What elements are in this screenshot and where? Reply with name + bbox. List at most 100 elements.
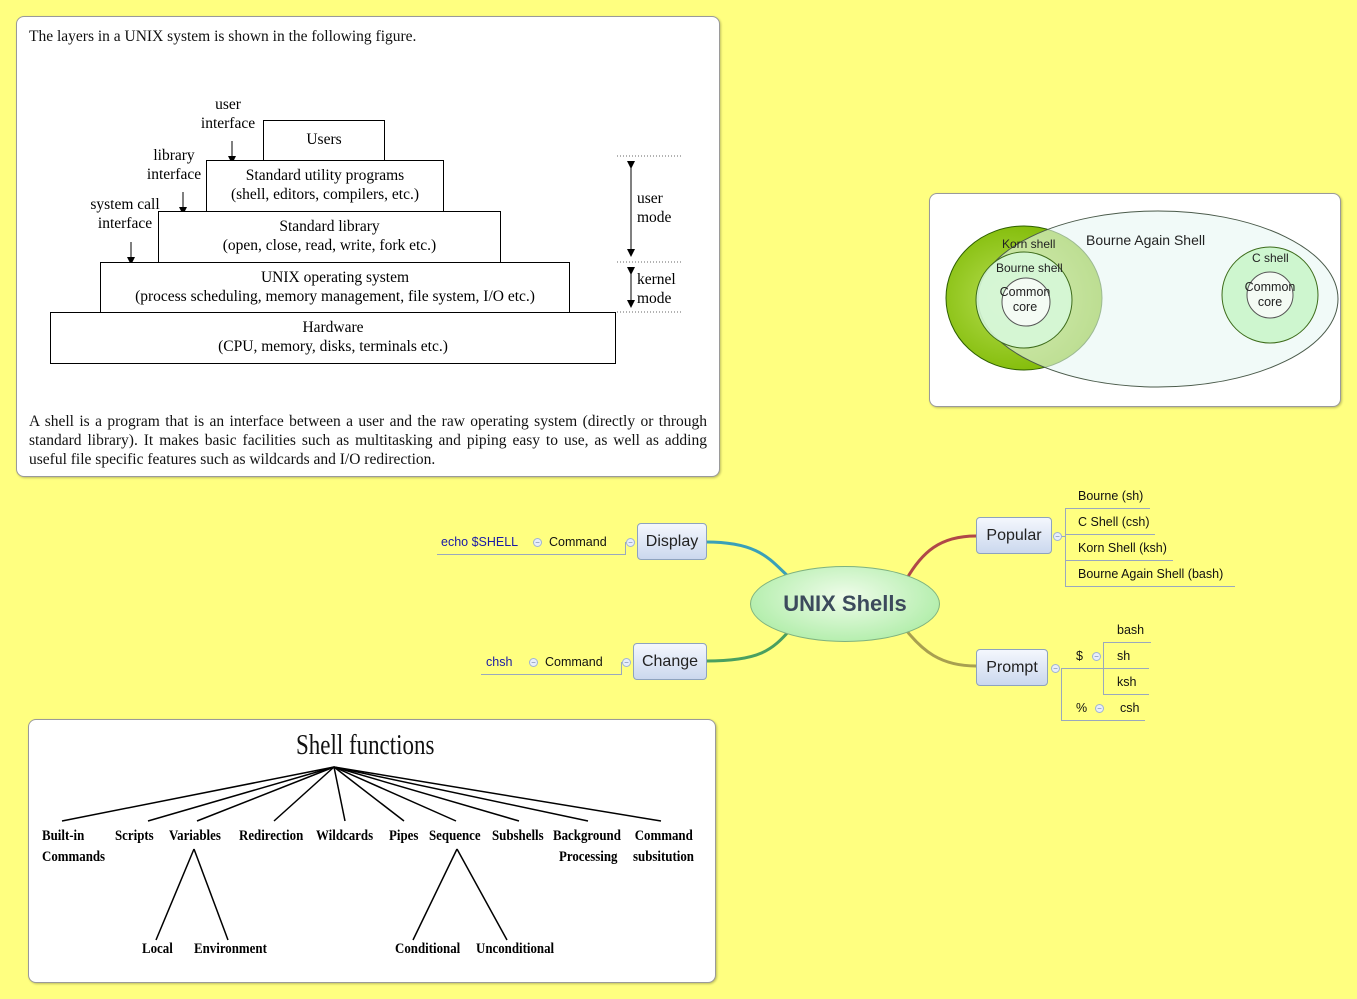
- display-command-label: Command: [549, 535, 607, 549]
- kernel-mode-line-2: mode: [637, 290, 672, 307]
- user-mode-line-2: mode: [637, 209, 672, 226]
- os-label-1: UNIX operating system: [260, 269, 410, 286]
- common-core-right-circle: [1246, 271, 1294, 319]
- library-interface-line-2: interface: [146, 166, 202, 183]
- variables-local: Local: [142, 941, 173, 957]
- layers-arrows: [127, 141, 683, 313]
- prompt-dollar-label: $: [1076, 649, 1083, 663]
- user-mode-label: user mode: [637, 189, 671, 227]
- user-interface-label: user interface: [197, 95, 259, 133]
- common-core-right-line-2: core: [1257, 295, 1283, 309]
- popular-item-bash: Bourne Again Shell (bash): [1078, 567, 1224, 581]
- prompt-bash-underline: [1103, 642, 1151, 643]
- prompt-percent-label: %: [1076, 701, 1088, 715]
- popular-underline-1: [1065, 534, 1155, 535]
- shell-functions-panel: Shell functions Built-in Commands Script…: [28, 719, 716, 983]
- display-child-connector: [625, 542, 626, 554]
- display-label: Display: [645, 532, 699, 550]
- library-interface-label: library interface: [143, 146, 205, 184]
- common-core-left-line-2: core: [1012, 300, 1038, 314]
- hardware-label-1: Hardware: [302, 319, 364, 336]
- popular-item-bourne: Bourne (sh): [1078, 489, 1144, 503]
- change-node[interactable]: Change: [633, 643, 707, 680]
- library-interface-line-1: library: [153, 147, 195, 164]
- prompt-collapse-icon[interactable]: −: [1051, 664, 1060, 673]
- kernel-mode-line-1: kernel: [637, 271, 676, 288]
- users-label: Users: [306, 131, 342, 148]
- function-command-substitution: Command subsitution: [633, 826, 694, 868]
- bourne-again-label: Bourne Again Shell: [1086, 232, 1206, 248]
- user-interface-line-2: interface: [200, 115, 256, 132]
- change-leaf-underline: [481, 674, 527, 675]
- prompt-percent-collapse-icon[interactable]: −: [1095, 704, 1104, 713]
- layers-panel: The layers in a UNIX system is shown in …: [16, 16, 720, 477]
- prompt-dollar-underline: [1061, 668, 1103, 669]
- sequence-conditional: Conditional: [395, 941, 461, 957]
- shell-functions-tree: [61, 766, 662, 941]
- function-pipes: Pipes: [389, 828, 419, 844]
- common-core-left-circle: [1001, 277, 1051, 327]
- function-background-processing: Background Processing: [553, 826, 621, 868]
- central-node-label: UNIX Shells: [783, 591, 907, 616]
- change-command-collapse-icon[interactable]: −: [529, 658, 538, 667]
- display-node[interactable]: Display: [637, 523, 707, 560]
- popular-underline-0: [1065, 508, 1150, 509]
- display-command-collapse-icon[interactable]: −: [533, 538, 542, 547]
- korn-shell-label: Korn shell: [1002, 237, 1056, 251]
- prompt-percent-underline: [1061, 720, 1145, 721]
- prompt-ksh-underline: [1103, 694, 1149, 695]
- popular-bracket: [1065, 508, 1066, 586]
- prompt-item-csh: csh: [1120, 701, 1140, 715]
- common-core-right-label: Common core: [1241, 280, 1299, 310]
- unix-os-box: UNIX operating system (process schedulin…: [100, 262, 570, 314]
- prompt-dollar-collapse-icon[interactable]: −: [1092, 652, 1101, 661]
- prompt-item-sh: sh: [1117, 649, 1131, 663]
- syscall-interface-line-2: interface: [97, 215, 153, 232]
- change-leaf-chsh: chsh: [486, 655, 513, 669]
- popular-item-c-shell: C Shell (csh): [1078, 515, 1150, 529]
- change-label: Change: [641, 652, 699, 670]
- popular-underline-3: [1065, 586, 1235, 587]
- common-core-left-line-1: Common: [999, 285, 1051, 299]
- library-label-1: Standard library: [279, 218, 380, 235]
- sequence-unconditional: Unconditional: [476, 941, 555, 957]
- syscall-interface-label: system call interface: [83, 195, 167, 233]
- display-leaf-echo: echo $SHELL: [441, 535, 519, 549]
- shell-functions-title: Shell functions: [296, 730, 435, 761]
- popular-underline-2: [1065, 560, 1173, 561]
- os-label-2: (process scheduling, memory management, …: [135, 288, 535, 305]
- function-subshells: Subshells: [492, 828, 544, 844]
- c-shell-label: C shell: [1252, 251, 1289, 265]
- popular-label: Popular: [986, 526, 1042, 544]
- prompt-bracket: [1061, 668, 1062, 720]
- venn-diagram: [945, 210, 1339, 388]
- users-box: Users: [263, 120, 385, 162]
- command-line-1: Command: [634, 828, 693, 844]
- function-redirection: Redirection: [239, 828, 304, 844]
- change-collapse-icon[interactable]: −: [622, 658, 631, 667]
- user-interface-line-1: user: [215, 96, 241, 113]
- syscall-interface-line-1: system call: [90, 196, 160, 213]
- common-core-left-label: Common core: [996, 285, 1054, 315]
- display-leaf-underline: [437, 554, 531, 555]
- prompt-item-ksh: ksh: [1117, 675, 1137, 689]
- popular-node[interactable]: Popular: [976, 517, 1052, 554]
- background-line-1: Background: [553, 828, 621, 844]
- popular-stub: [1062, 536, 1066, 537]
- utility-label-2: (shell, editors, compilers, etc.): [230, 186, 420, 203]
- display-collapse-icon[interactable]: −: [626, 538, 635, 547]
- function-sequence: Sequence: [429, 828, 481, 844]
- function-variables: Variables: [169, 828, 221, 844]
- function-wildcards: Wildcards: [316, 828, 374, 844]
- function-scripts: Scripts: [115, 828, 154, 844]
- popular-collapse-icon[interactable]: −: [1053, 532, 1062, 541]
- popular-item-korn: Korn Shell (ksh): [1078, 541, 1167, 555]
- change-child-underline: [526, 674, 622, 675]
- prompt-node[interactable]: Prompt: [976, 649, 1048, 686]
- layers-intro: The layers in a UNIX system is shown in …: [29, 28, 417, 45]
- central-node[interactable]: UNIX Shells: [750, 566, 940, 642]
- prompt-sh-underline: [1103, 668, 1149, 669]
- common-core-right-line-1: Common: [1244, 280, 1296, 294]
- kernel-mode-label: kernel mode: [637, 270, 676, 308]
